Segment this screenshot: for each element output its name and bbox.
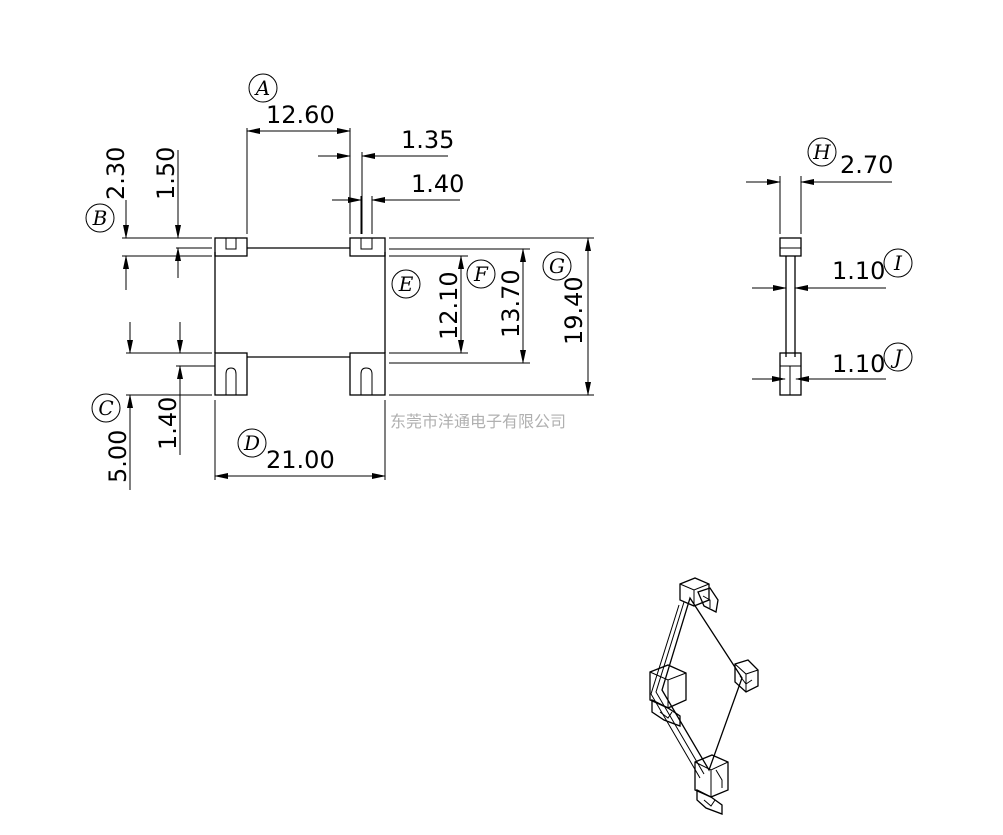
pad-top-right xyxy=(349,237,386,257)
callout-d-circle xyxy=(237,428,267,458)
callout-c: C xyxy=(98,396,113,420)
iso-pad-bottom xyxy=(694,754,729,815)
dim-top-1: 1.35 xyxy=(318,126,454,234)
company-watermark: 东莞市洋通电子有限公司 xyxy=(390,412,566,431)
callout-d: D xyxy=(243,431,260,455)
callout-j-circle xyxy=(883,342,913,372)
dim-a-value: 12.60 xyxy=(266,101,335,129)
iso-pad-left xyxy=(649,664,687,727)
dim-left-3: 5.00 C xyxy=(91,322,212,490)
callout-b-circle xyxy=(85,203,115,233)
dim-d-value: 21.00 xyxy=(266,446,335,474)
callout-a: A xyxy=(254,76,270,100)
iso-plate-outline xyxy=(661,596,743,772)
isometric-view xyxy=(649,577,759,815)
pad-top-left xyxy=(214,237,248,257)
dim-h-value: 2.70 xyxy=(840,151,893,179)
iso-pad-right xyxy=(734,659,759,693)
pad-bottom-right xyxy=(349,352,386,396)
dim-left-3-value: 5.00 xyxy=(104,430,132,483)
pad-bottom-left xyxy=(214,352,248,396)
iso-pad-top xyxy=(679,577,719,613)
dim-f-value: 13.70 xyxy=(497,269,525,338)
dim-top-2-value: 1.40 xyxy=(411,170,464,198)
side-top-block xyxy=(779,237,802,257)
dim-left-1: 2.30 B xyxy=(85,147,212,290)
dim-g: 19.40 G xyxy=(389,237,594,396)
front-view: 12.60 A 1.35 1.40 2.30 B xyxy=(85,73,594,490)
dim-top-1-value: 1.35 xyxy=(401,126,454,154)
callout-a-circle xyxy=(248,73,278,103)
dim-left-2: 1.50 xyxy=(152,147,212,278)
dim-left-4-value: 1.40 xyxy=(154,397,182,450)
dim-e: 12.10 E xyxy=(389,255,468,354)
callout-h-circle xyxy=(807,137,837,167)
dim-d: 21.00 D xyxy=(214,400,386,480)
callout-e-circle xyxy=(391,269,421,299)
callout-b: B xyxy=(92,206,108,230)
callout-e: E xyxy=(398,272,414,296)
side-view: 2.70 H 1.10 I 1.10 J xyxy=(746,137,913,396)
dim-g-value: 19.40 xyxy=(560,276,588,345)
dim-left-2-value: 1.50 xyxy=(152,147,180,200)
dim-left-1-value: 2.30 xyxy=(102,147,130,200)
dim-e-value: 12.10 xyxy=(435,271,463,340)
dim-j-value: 1.10 xyxy=(832,350,885,378)
dim-f: 13.70 F xyxy=(389,248,530,364)
callout-j: J xyxy=(890,345,903,369)
dim-top-2: 1.40 xyxy=(332,170,464,234)
callout-i-circle xyxy=(883,248,913,278)
callout-f: F xyxy=(473,262,489,286)
dim-left-4: 1.40 xyxy=(154,322,215,455)
dim-a: 12.60 A xyxy=(246,73,351,234)
callout-h: H xyxy=(812,140,831,164)
dim-i-value: 1.10 xyxy=(832,257,885,285)
callout-g-circle xyxy=(542,251,572,281)
callout-g: G xyxy=(549,254,565,278)
callout-i: I xyxy=(893,251,903,275)
callout-f-circle xyxy=(466,259,496,289)
callout-c-circle xyxy=(91,393,121,423)
